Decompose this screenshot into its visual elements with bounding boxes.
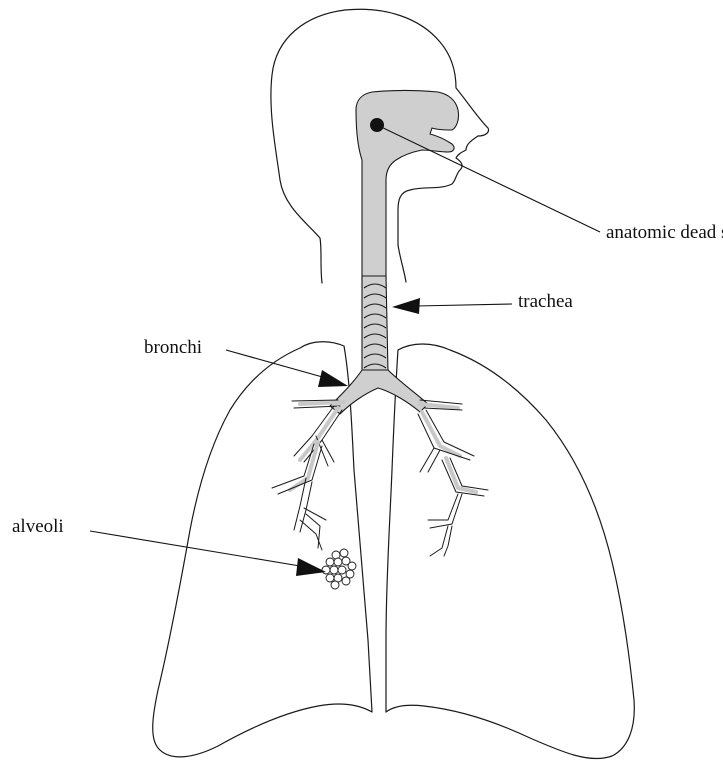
alveoli-arrowhead <box>296 558 326 576</box>
trachea-arrowhead <box>392 298 420 314</box>
jaw-line <box>398 245 406 282</box>
trachea-label: trachea <box>518 291 573 312</box>
upper-airway <box>356 91 459 281</box>
bronchi-label: bronchi <box>144 337 202 358</box>
left-bronchial-tree <box>272 400 344 550</box>
alveoli-leader <box>90 531 300 566</box>
bronchi-arrowhead <box>318 370 348 387</box>
dead-space-label: anatomic dead space <box>606 222 723 243</box>
dead-space-leader <box>377 125 600 232</box>
right-bronchial-tree <box>418 400 488 556</box>
trachea-leader <box>416 304 512 306</box>
alveoli-label: alveoli <box>12 516 64 537</box>
bronchi-leader <box>226 350 326 378</box>
main-bronchi <box>330 370 428 414</box>
alveoli-cluster <box>322 549 356 589</box>
